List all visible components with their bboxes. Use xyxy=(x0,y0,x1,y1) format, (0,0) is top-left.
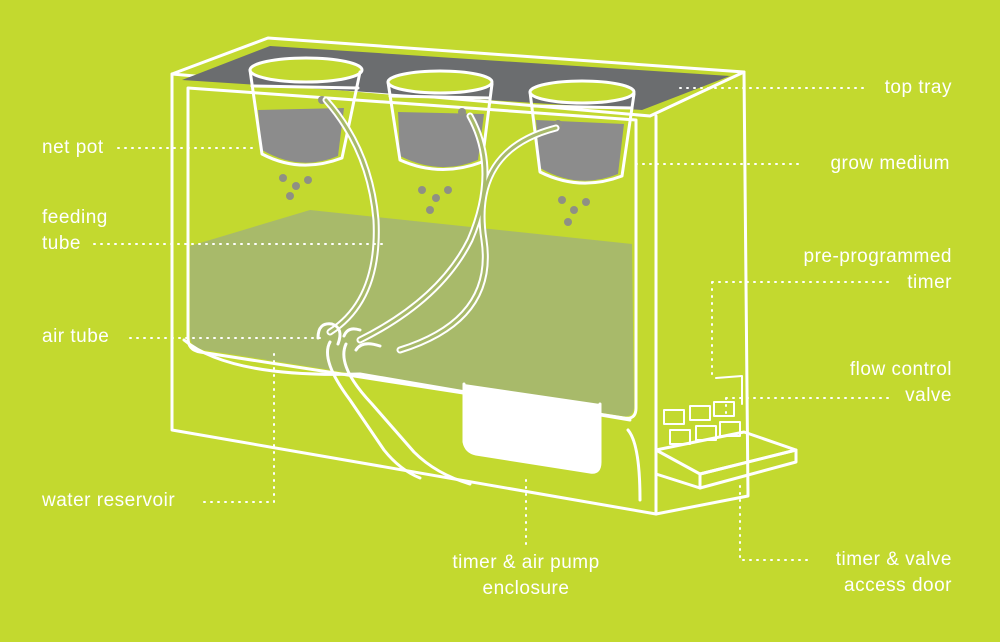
pre-programmed-timer xyxy=(716,376,742,404)
label-flow-control-valve: flow control valve xyxy=(850,357,952,409)
label-water-reservoir: water reservoir xyxy=(42,488,175,514)
timer-valve-access-door xyxy=(656,432,796,488)
flow-control-valves xyxy=(664,402,740,444)
leader-access-door xyxy=(740,486,810,560)
net-pot-middle xyxy=(388,71,492,170)
leader-water-reservoir xyxy=(202,354,274,502)
label-timer-valve-access-door: timer & valve access door xyxy=(836,547,952,599)
net-pot-left xyxy=(250,58,362,165)
label-net-pot: net pot xyxy=(42,135,104,161)
label-air-tube: air tube xyxy=(42,324,109,350)
enclosure-edge xyxy=(628,430,640,500)
label-grow-medium: grow medium xyxy=(830,151,950,177)
label-feeding-tube: feeding tube xyxy=(42,205,108,257)
label-top-tray: top tray xyxy=(885,75,952,101)
label-pre-programmed-timer: pre-programmed timer xyxy=(804,244,953,296)
label-timer-air-pump-enclosure: timer & air pump enclosure xyxy=(426,550,626,602)
